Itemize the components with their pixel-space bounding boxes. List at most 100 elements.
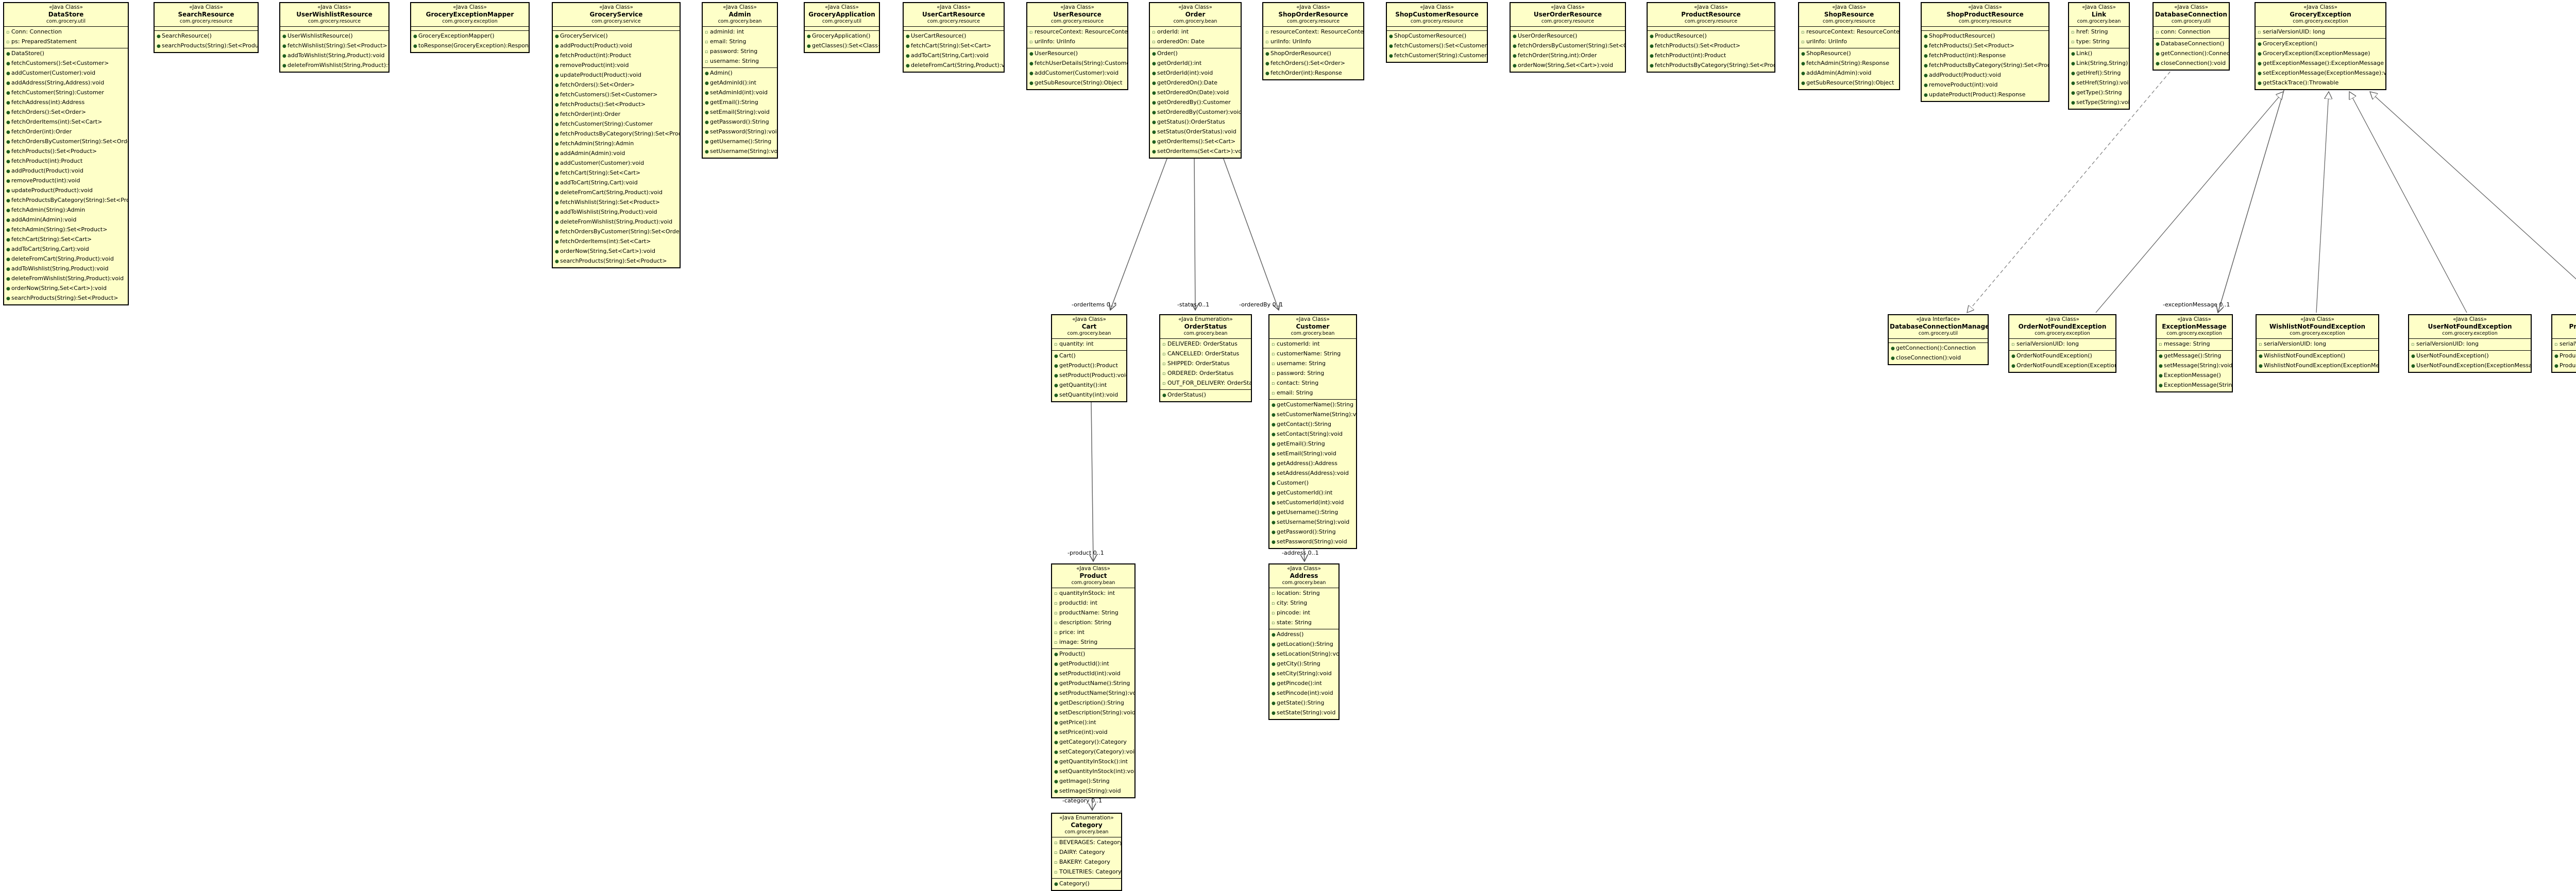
method-text: fetchOrder(int):Response (1270, 70, 1342, 76)
method-row: ●getOrderedBy():Customer (1150, 98, 1241, 108)
method-visibility-icon: ● (807, 44, 811, 49)
method-visibility-icon: ● (1152, 71, 1156, 76)
method-text: addProduct(Product):void (1929, 72, 2001, 78)
field-visibility-icon: ▫ (6, 30, 10, 35)
fields-section (1889, 339, 1988, 343)
method-row: ●fetchOrder(String,int):Order (1511, 51, 1625, 61)
method-visibility-icon: ● (6, 100, 10, 106)
class-box-product-not-found-exception[interactable]: «Java Class»ProductNotFoundExceptioncom.… (2551, 314, 2576, 373)
method-row: ●setAdminId(int):void (703, 88, 777, 98)
class-name: GroceryApplication (808, 11, 875, 18)
method-row: ●Product() (1052, 649, 1134, 659)
stereotype: «Java Class» (1420, 4, 1454, 10)
method-row: ●getStatus():OrderStatus (1150, 117, 1241, 127)
method-text: addAddress(String,Address):void (11, 79, 105, 86)
method-row: ●DatabaseConnection() (2154, 39, 2229, 49)
class-name: DataStore (48, 11, 84, 18)
stereotype: «Java Class» (1296, 316, 1330, 322)
method-row: ●fetchCart(String):Set<Cart> (904, 41, 1004, 51)
method-text: ProductResource() (1655, 32, 1707, 39)
method-row: ●setHref(String):void (2069, 78, 2129, 88)
method-row: ●GroceryExceptionMapper() (411, 31, 529, 41)
field-text: uriInfo: UriInfo (1806, 38, 1848, 45)
field-visibility-icon: ▫ (1272, 391, 1275, 396)
method-text: removeProduct(int):void (1929, 81, 1998, 88)
method-visibility-icon: ● (2071, 52, 2075, 57)
field-text: email: String (1277, 389, 1313, 396)
method-row: ●fetchProduct(int):Product (553, 51, 680, 61)
class-box-database-connection-manager[interactable]: «Java Interface»DatabaseConnectionManage… (1888, 314, 1989, 365)
method-visibility-icon: ● (1891, 356, 1895, 361)
method-text: fetchCart(String):Set<Cart> (911, 42, 992, 49)
stereotype: «Java Class» (453, 4, 487, 10)
method-row: ●GroceryException() (2256, 39, 2385, 49)
method-text: UserOrderResource() (1518, 32, 1578, 39)
method-visibility-icon: ● (2156, 61, 2160, 66)
method-text: Order() (1157, 50, 1178, 57)
stereotype: «Java Class» (1060, 4, 1094, 10)
field-row: ▫conn: Connection (2154, 27, 2229, 37)
method-row: ●fetchProducts():Set<Product> (1922, 41, 2048, 51)
package-name: com.grocery.exception (2293, 19, 2348, 24)
method-visibility-icon: ● (6, 237, 10, 243)
method-row: ●getCity():String (1269, 659, 1338, 669)
field-row: ▫quantityInStock: int (1052, 589, 1134, 598)
field-row: ▫productId: int (1052, 598, 1134, 608)
method-visibility-icon: ● (6, 247, 10, 252)
field-row: ▫quantity: int (1052, 339, 1126, 349)
class-name: UserWishlistResource (296, 11, 372, 18)
field-visibility-icon: ▫ (1272, 611, 1275, 616)
method-row: ●Customer() (1269, 478, 1356, 488)
method-visibility-icon: ● (555, 132, 559, 137)
field-row: ▫email: String (703, 37, 777, 47)
method-visibility-icon: ● (1054, 789, 1058, 794)
method-row: ●setProductName(String):void (1052, 689, 1134, 698)
method-row: ●ExceptionMessage() (2157, 371, 2232, 381)
method-row: ●setPassword(String):void (1269, 537, 1356, 547)
method-text: getOrderId():int (1157, 60, 1202, 66)
field-text: type: String (2076, 38, 2110, 45)
method-visibility-icon: ● (6, 149, 10, 155)
edge-order-orderstatus (1194, 151, 1195, 310)
method-visibility-icon: ● (1152, 110, 1156, 115)
method-row: ●addProduct(Product):void (553, 41, 680, 51)
method-row: ●setCustomerName(String):void (1269, 410, 1356, 420)
method-visibility-icon: ● (1054, 672, 1058, 677)
method-row: ●addToWishlist(String,Product):void (4, 264, 128, 274)
method-text: getOrderedOn():Date (1157, 79, 1218, 86)
label-product: -product 0..1 (1067, 550, 1104, 556)
method-row: ●setProductId(int):void (1052, 669, 1134, 679)
package-name: com.grocery.util (46, 19, 86, 24)
method-visibility-icon: ● (1152, 149, 1156, 155)
